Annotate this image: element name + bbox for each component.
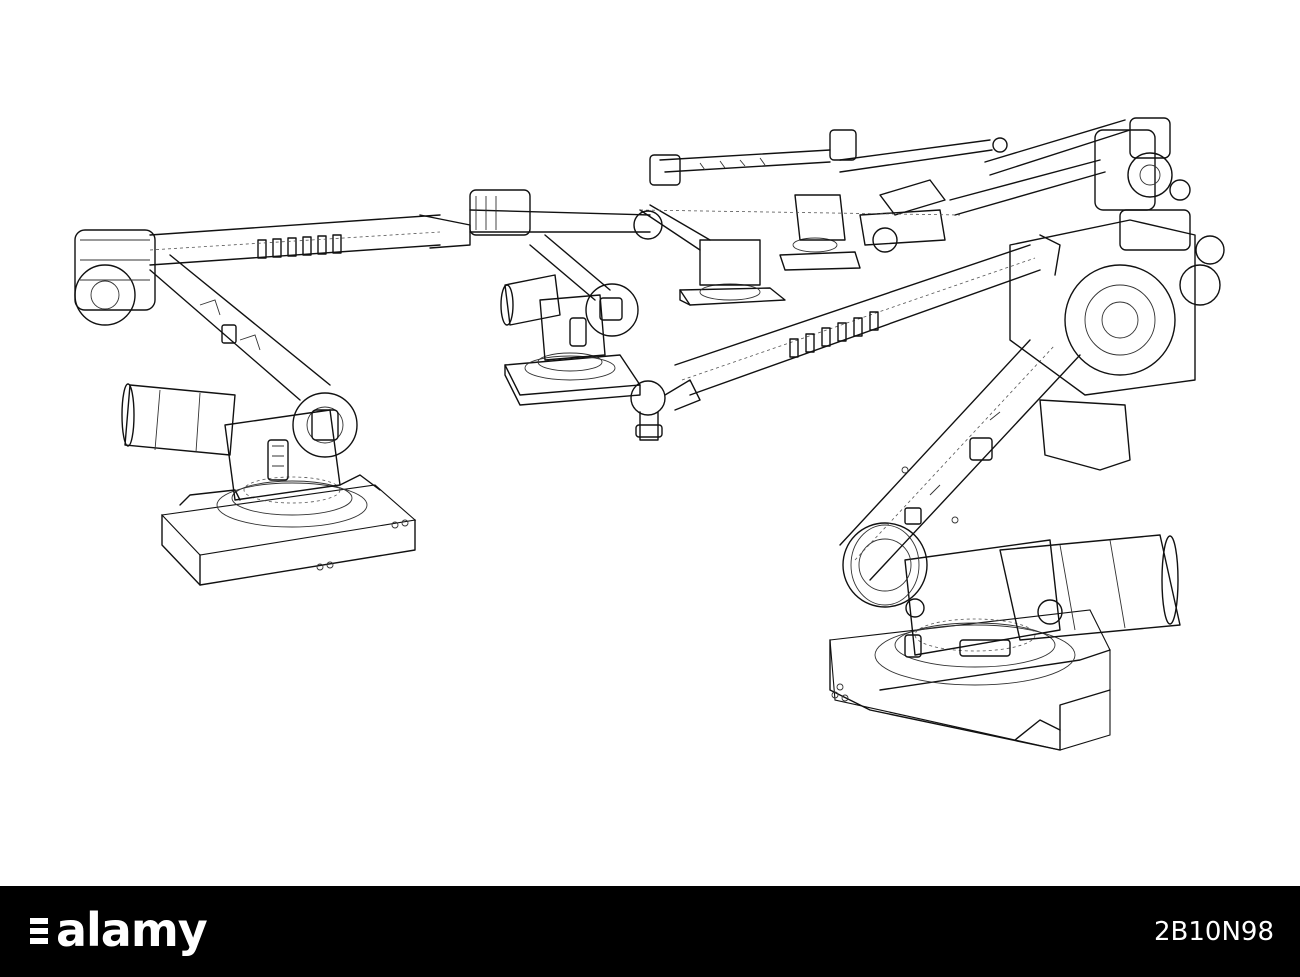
left-robot-arm (74, 214, 471, 586)
background-robot-arm-cluster (639, 117, 1191, 306)
middle-robot-arm (469, 189, 663, 406)
upper-arm-slot-panel (257, 234, 342, 259)
image-id-label: 2B10N98 (1154, 917, 1274, 947)
alamy-logo-icon (30, 918, 48, 944)
footer-bar: alamy 2B10N98 (0, 886, 1300, 977)
right-robot-arm (630, 209, 1225, 751)
alamy-logo-text: alamy (56, 903, 208, 957)
forearm-slot-panel (789, 311, 879, 358)
robot-arms-wireframe-illustration (74, 117, 1225, 751)
